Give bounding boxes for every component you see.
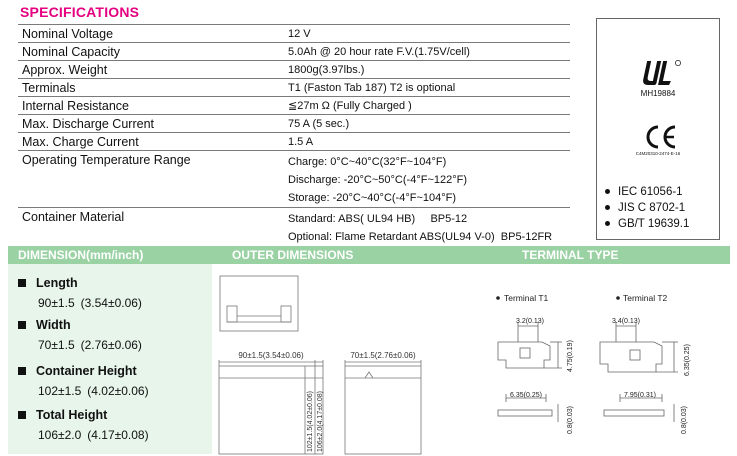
specifications-table: Nominal Voltage 12 V Nominal Capacity 5.… [18, 24, 570, 247]
spec-row: Nominal Capacity 5.0Ah @ 20 hour rate F.… [18, 42, 570, 60]
spec-row: Operating Temperature Range Charge: 0°C~… [18, 150, 570, 207]
square-bullet-icon [18, 411, 26, 419]
spec-value: Storage: -20°C~40°C(-4°F~104°F) [288, 192, 457, 204]
list-item: IEC 61056-1 [605, 184, 689, 200]
terminal-t2-label: Terminal T2 [623, 293, 668, 303]
spec-row: Nominal Voltage 12 V [18, 24, 570, 42]
spec-value: 75 A (5 sec.) [288, 118, 350, 130]
front-width-label: 90±1.5(3.54±0.06) [238, 351, 304, 360]
specifications-title: SPECIFICATIONS [20, 4, 140, 20]
terminal-t2-side [603, 409, 665, 417]
ul-file-number: MH19884 [640, 89, 676, 98]
square-bullet-icon [18, 367, 26, 375]
terminal-type-heading: TERMINAL TYPE [522, 248, 619, 262]
spec-label: Terminals [22, 81, 76, 95]
spec-value: Charge: 0°C~40°C(32°F~104°F) [288, 156, 447, 168]
terminal-outline [226, 305, 238, 323]
dimension-heading: DIMENSION(mm/inch) [18, 248, 144, 262]
spec-value: Optional: Flame Retardant ABS(UL94 V-0) … [288, 231, 553, 243]
t1-height: 4.75(0.19) [567, 340, 574, 372]
spec-value: ≦27m Ω (Fully Charged ) [288, 100, 412, 112]
outer-dimensions-heading: OUTER DIMENSIONS [232, 248, 354, 262]
spec-label: Approx. Weight [22, 63, 108, 77]
bullet-icon [605, 189, 610, 195]
t1-tab-width: 6.35(0.25) [510, 392, 542, 399]
terminal-t1-label: Terminal T1 [504, 293, 549, 303]
spec-row: Container Material Standard: ABS( UL94 H… [18, 207, 570, 247]
ce-certificate-number: C4M20310-2474-E-16 [635, 151, 681, 156]
side-width-label: 70±1.5(2.76±0.06) [350, 351, 416, 360]
spec-value: Discharge: -20°C~50°C(-4°F~122°F) [288, 174, 467, 186]
spec-label: Operating Temperature Range [22, 153, 191, 167]
spec-label: Max. Charge Current [22, 135, 139, 149]
spec-label: Container Material [22, 210, 125, 224]
outer-dimensions-drawing: 90±1.5(3.54±0.06) 70±1.5(2.76±0.06) 102±… [218, 275, 422, 455]
standards-list: IEC 61056-1 JIS C 8702-1 GB/T 19639.1 [605, 184, 689, 232]
section-header-band: DIMENSION(mm/inch) OUTER DIMENSIONS TERM… [8, 246, 730, 264]
spec-label: Nominal Voltage [22, 27, 114, 41]
t2-tab-width: 7.95(0.31) [624, 392, 656, 399]
dimension-length: Length 90±1.5(3.54±0.06) [18, 276, 142, 310]
container-height-label: 102±1.5(4.02±0.06) [307, 391, 314, 452]
terminal-t2-shape [599, 341, 663, 373]
terminal-t1-side [497, 409, 553, 417]
battery-side-view [344, 365, 422, 455]
spec-label: Internal Resistance [22, 99, 130, 113]
dimension-total-height: Total Height 106±2.0(4.17±0.08) [18, 408, 149, 442]
spec-value: 5.0Ah @ 20 hour rate F.V.(1.75V/cell) [288, 46, 470, 58]
spec-value: Standard: ABS( UL94 HB) BP5-12 [288, 213, 468, 225]
battery-front-view [218, 365, 324, 455]
total-height-label: 106±2.0(4.17±0.08) [317, 391, 324, 452]
terminal-type-drawing: Terminal T1 Terminal T2 3.2(0.13) 3.4(0.… [496, 293, 691, 434]
spec-row: Max. Charge Current 1.5 A [18, 132, 570, 150]
dimension-panel: Length 90±1.5(3.54±0.06) Width 70±1.5(2.… [8, 264, 212, 454]
t2-thickness: 0.8(0.03) [681, 406, 688, 434]
terminal-t1-shape [497, 341, 551, 369]
battery-top-view [219, 275, 299, 332]
spec-row: Approx. Weight 1800g(3.97lbs.) [18, 60, 570, 78]
bullet-icon [605, 205, 610, 211]
list-item: GB/T 19639.1 [605, 216, 689, 232]
spec-label: Nominal Capacity [22, 45, 120, 59]
square-bullet-icon [18, 279, 26, 287]
certification-box: MH19884 C4M20310-2474-E-16 IEC 61056-1 J… [596, 18, 720, 240]
dimension-container-height: Container Height 102±1.5(4.02±0.06) [18, 364, 149, 398]
t1-top-width: 3.2(0.13) [516, 318, 544, 325]
spec-row: Internal Resistance ≦27m Ω (Fully Charge… [18, 96, 570, 114]
square-bullet-icon [18, 321, 26, 329]
spec-value: 12 V [288, 28, 311, 40]
list-item: JIS C 8702-1 [605, 200, 689, 216]
t2-height: 6.35(0.25) [684, 344, 691, 376]
spec-value: T1 (Faston Tab 187) T2 is optional [288, 82, 456, 94]
spec-row: Terminals T1 (Faston Tab 187) T2 is opti… [18, 78, 570, 96]
terminal-outline [280, 305, 292, 323]
t1-thickness: 0.8(0.03) [567, 406, 574, 434]
spec-value: 1800g(3.97lbs.) [288, 64, 365, 76]
bullet-icon [616, 296, 620, 300]
t2-top-width: 3.4(0.13) [612, 318, 640, 325]
spec-row: Max. Discharge Current 75 A (5 sec.) [18, 114, 570, 132]
ul-recognized-icon [643, 60, 681, 85]
dimension-width: Width 70±1.5(2.76±0.06) [18, 318, 142, 352]
spec-label: Max. Discharge Current [22, 117, 154, 131]
bullet-icon [496, 296, 500, 300]
spec-value: 1.5 A [288, 136, 314, 148]
bullet-icon [605, 221, 610, 227]
ce-mark-icon [646, 125, 676, 149]
